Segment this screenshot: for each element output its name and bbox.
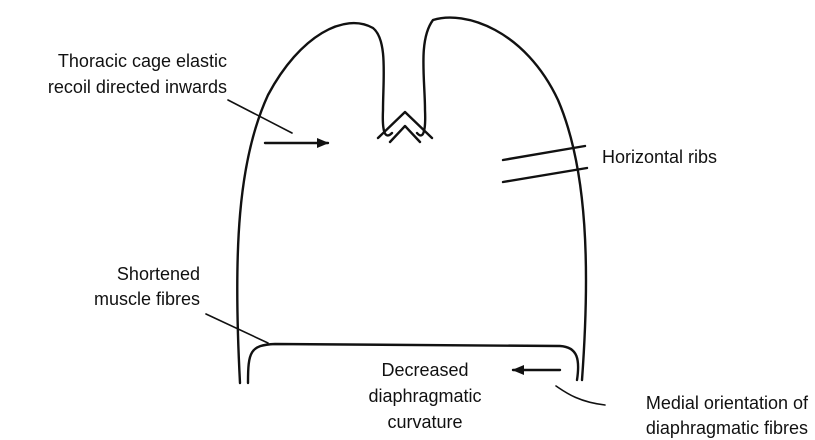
curvature-label-line3: curvature (387, 412, 462, 432)
recoil-label-line1: Thoracic cage elastic (58, 51, 227, 71)
shortened-label-line2: muscle fibres (94, 289, 200, 309)
right-thorax-outline (417, 18, 586, 380)
shortened-label-line1: Shortened (117, 264, 200, 284)
medial-label-line1: Medial orientation of (646, 393, 809, 413)
medial-label-line2: diaphragmatic fibres (646, 418, 808, 438)
horizontal-ribs-label: Horizontal ribs (602, 147, 717, 167)
curvature-label-line1: Decreased (381, 360, 468, 380)
curvature-label-line2: diaphragmatic (368, 386, 481, 406)
carina-v-inner (390, 126, 420, 142)
recoil-leader-line (228, 100, 292, 133)
medial-leader-line (556, 386, 605, 405)
horizontal-rib-lower (503, 168, 587, 182)
horizontal-rib-upper (503, 146, 585, 160)
recoil-label-line2: recoil directed inwards (48, 77, 227, 97)
left-thorax-outline (237, 23, 392, 383)
